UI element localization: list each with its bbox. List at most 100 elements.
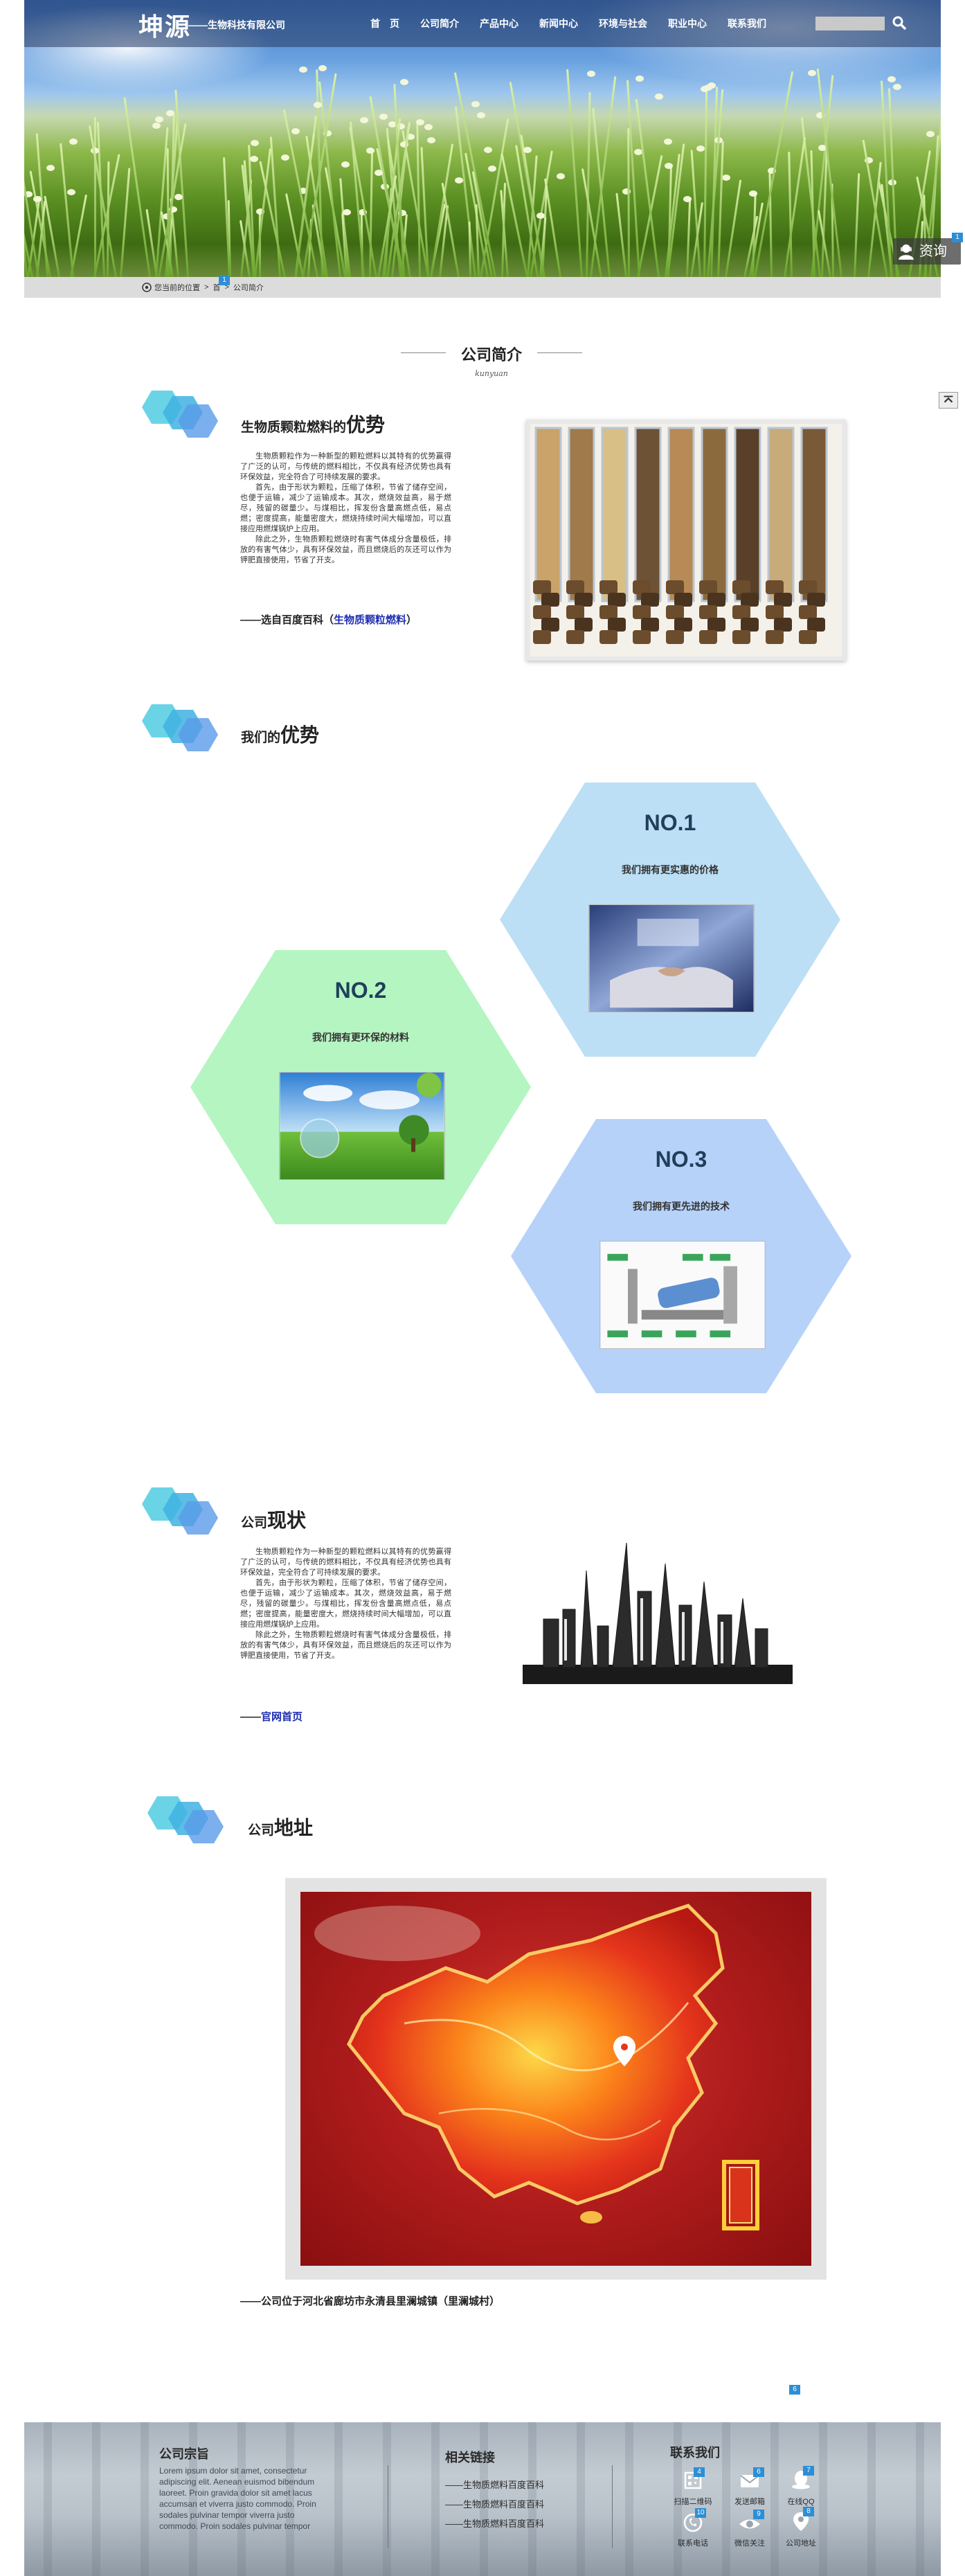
grass-flower bbox=[343, 209, 352, 216]
intro-heading-prefix: 生物质颗粒燃料的 bbox=[241, 420, 347, 435]
grass-flower bbox=[291, 127, 300, 134]
grass-flower bbox=[360, 116, 369, 123]
city-skyline-image bbox=[523, 1543, 793, 1684]
grass-flower bbox=[768, 168, 777, 175]
intro-paragraph: 生物质颗粒作为一种新型的颗粒燃料以其特有的优势赢得了广泛的认可，与传统的燃料相比… bbox=[240, 452, 451, 481]
intro-source-suffix: ） bbox=[406, 614, 417, 626]
grass-flower bbox=[523, 147, 532, 154]
biomass-pellet bbox=[641, 593, 659, 607]
grass-flower bbox=[704, 84, 713, 91]
biomass-tube bbox=[767, 427, 795, 602]
footer-mission-text: Lorem ipsum dolor sit amet, consectetur … bbox=[159, 2466, 316, 2531]
grass-flower bbox=[622, 188, 631, 195]
biomass-pellet bbox=[674, 593, 692, 607]
contact-label: 发送邮箱 bbox=[734, 2498, 765, 2506]
grass-blade bbox=[59, 143, 74, 277]
biomass-pellet bbox=[766, 630, 784, 644]
footer-link[interactable]: ——生物质燃料百度百科 bbox=[445, 2480, 545, 2490]
breadcrumb-sep: > bbox=[204, 283, 209, 292]
nav-about[interactable]: 公司简介 bbox=[420, 18, 459, 29]
biomass-pellet bbox=[533, 605, 551, 619]
address-caption-bold: 河北省廊坊市永清县里澜城镇（里澜城村） bbox=[303, 2296, 500, 2307]
breadcrumb-about[interactable]: 公司简介 bbox=[233, 284, 264, 292]
nav-contact[interactable]: 联系我们 bbox=[728, 18, 766, 29]
intro-source-link[interactable]: 生物质颗粒燃料 bbox=[334, 614, 407, 626]
wechat-eye-icon[interactable] bbox=[738, 2514, 761, 2534]
biomass-tubes-image bbox=[530, 424, 842, 656]
location-marker-icon bbox=[613, 2036, 635, 2066]
advantage-hexagon-2: NO.2 我们拥有更环保的材料 bbox=[190, 950, 531, 1224]
intro-heading: 生物质颗粒燃料的优势 bbox=[241, 410, 385, 438]
intro-source: ——选自百度百科（生物质颗粒燃料） bbox=[240, 612, 417, 627]
grass-blade bbox=[717, 141, 725, 277]
biomass-pellet bbox=[566, 630, 584, 644]
nav-products[interactable]: 产品中心 bbox=[480, 18, 518, 29]
grass-blade bbox=[854, 172, 860, 277]
grass-flower bbox=[155, 116, 164, 123]
grass-blade bbox=[174, 89, 190, 277]
grass-flower bbox=[323, 130, 332, 137]
footer-mission-title: 公司宗旨 bbox=[159, 2447, 209, 2461]
hexagon-decoration-icon bbox=[142, 391, 218, 438]
logo-subtitle: ——生物科技有限公司 bbox=[188, 19, 285, 30]
grass-flower bbox=[536, 213, 545, 220]
intro-heading-bold: 优势 bbox=[346, 414, 386, 436]
grass-flower bbox=[427, 137, 436, 144]
biomass-pellet bbox=[741, 593, 759, 607]
footer-link[interactable]: ——生物质燃料百度百科 bbox=[445, 2499, 545, 2510]
search-icon[interactable] bbox=[892, 15, 907, 30]
biomass-pellet bbox=[774, 618, 792, 632]
intro-paragraph: 除此之外，生物质颗粒燃烧时有害气体成分含量极低，排放的有害气体少，具有环保效益，… bbox=[240, 535, 451, 564]
nav-environment[interactable]: 环境与社会 bbox=[599, 18, 647, 29]
biomass-tube bbox=[634, 427, 662, 602]
hexagon-decoration-icon bbox=[142, 704, 218, 751]
biomass-pellet bbox=[707, 618, 725, 632]
intro-paragraph: 首先，由于形状为颗粒，压缩了体积，节省了储存空间，也便于运输，减少了运输成本。其… bbox=[240, 483, 451, 533]
breadcrumb: 您当前的位置 > 首 > 公司简介 bbox=[142, 282, 268, 293]
machinery-image bbox=[599, 1241, 766, 1349]
biomass-pellet bbox=[566, 580, 584, 594]
nav-home[interactable]: 首 页 bbox=[370, 18, 399, 29]
search-input[interactable] bbox=[815, 17, 885, 30]
scroll-to-top-icon[interactable] bbox=[939, 392, 958, 409]
grass-flower bbox=[255, 208, 264, 215]
contact-label: 公司地址 bbox=[786, 2539, 816, 2548]
breadcrumb-home[interactable]: 首 bbox=[213, 284, 221, 292]
biomass-pellet bbox=[633, 630, 651, 644]
phone-icon[interactable] bbox=[681, 2512, 705, 2533]
city-backdrop bbox=[24, 2422, 941, 2576]
hexagon-decoration-icon bbox=[147, 1796, 224, 1843]
grass-blade bbox=[787, 152, 793, 277]
advantage-number: NO.2 bbox=[334, 978, 387, 1003]
nav-news[interactable]: 新闻中心 bbox=[539, 18, 578, 29]
handshake-image bbox=[588, 904, 755, 1012]
location-icon[interactable] bbox=[789, 2511, 813, 2532]
main-nav: 首 页 公司简介 产品中心 新闻中心 环境与社会 职业中心 联系我们 bbox=[360, 15, 777, 32]
china-map-shape bbox=[314, 1904, 759, 2230]
biomass-pellet bbox=[732, 580, 750, 594]
biomass-pellet bbox=[541, 618, 559, 632]
logo-brand[interactable]: 坤源 bbox=[138, 12, 192, 41]
homepage-link[interactable]: 官网首页 bbox=[261, 1711, 303, 1723]
biomass-pellet bbox=[599, 580, 617, 594]
biomass-pellet bbox=[799, 580, 817, 594]
address-heading: 公司地址 bbox=[248, 1813, 313, 1841]
grass-flower bbox=[454, 177, 463, 184]
grass-flower bbox=[69, 138, 78, 145]
advantage-number: NO.1 bbox=[644, 810, 696, 835]
grass-flower bbox=[359, 209, 368, 216]
status-link-line: ——官网首页 bbox=[240, 1709, 303, 1724]
nav-careers[interactable]: 职业中心 bbox=[668, 18, 707, 29]
biomass-pellet bbox=[707, 593, 725, 607]
grass-flower bbox=[165, 110, 174, 117]
footer-link[interactable]: ——生物质燃料百度百科 bbox=[445, 2519, 545, 2529]
grass-flower bbox=[587, 71, 596, 78]
contact-badge: 4 bbox=[694, 2467, 705, 2477]
grass-flower bbox=[663, 138, 672, 145]
qrcode-icon[interactable] bbox=[681, 2471, 705, 2492]
mail-icon[interactable] bbox=[738, 2471, 761, 2492]
grass-flower bbox=[471, 100, 480, 107]
breadcrumb-sep: > bbox=[224, 283, 229, 292]
intro-paragraphs: 生物质颗粒作为一种新型的颗粒燃料以其特有的优势赢得了广泛的认可，与传统的燃料相比… bbox=[240, 451, 451, 566]
biomass-pellet bbox=[766, 580, 784, 594]
